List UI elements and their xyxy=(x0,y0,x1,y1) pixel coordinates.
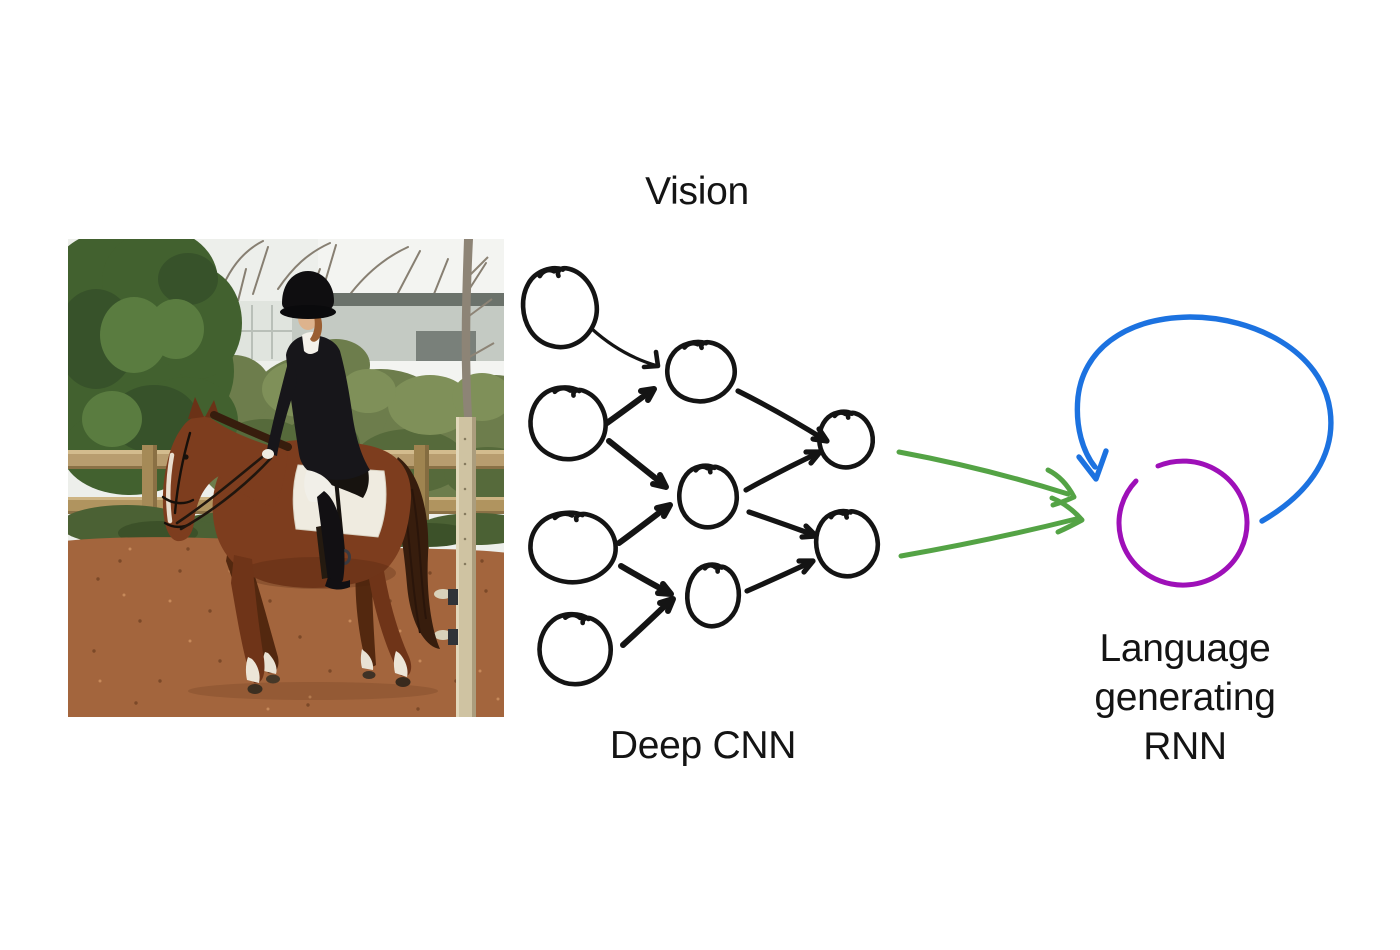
cnn-output-node xyxy=(819,412,873,468)
rider-arm xyxy=(267,359,297,456)
rnn-label: Language generating RNN xyxy=(1045,624,1325,771)
cnn-arrow xyxy=(743,449,823,493)
cnn-arrow xyxy=(746,509,819,540)
cnn-arrow xyxy=(744,558,816,594)
reins xyxy=(175,452,273,531)
green-arrow xyxy=(896,449,1077,508)
cnn-output-node xyxy=(813,508,881,580)
rnn-label-line-1: Language xyxy=(1099,627,1271,670)
cnn-arrows xyxy=(590,327,830,648)
cnn-arrow xyxy=(616,502,673,546)
cnn-input-node xyxy=(527,385,608,463)
cnn-arrow xyxy=(604,386,657,426)
cnn-input-node xyxy=(534,609,616,690)
horse-rider-photo xyxy=(68,239,504,717)
rider-boot xyxy=(317,491,345,586)
cnn-layer-output xyxy=(813,412,881,580)
cnn-arrow xyxy=(735,388,830,444)
rider-helmet xyxy=(282,271,334,313)
rnn-state-circle xyxy=(1116,458,1250,588)
rnn-label-line-3: RNN xyxy=(1143,725,1227,768)
cnn-arrow xyxy=(618,563,674,597)
cnn-arrow xyxy=(620,596,676,648)
rider-glove xyxy=(262,449,274,459)
cnn-input-node xyxy=(530,513,615,582)
rider-jacket xyxy=(286,335,370,480)
cnn-layer-hidden xyxy=(665,339,742,629)
rider xyxy=(262,271,370,590)
cnn-layer-input xyxy=(518,263,616,690)
cnn-arrow xyxy=(606,438,669,490)
rnn-recurrent-arrow xyxy=(1074,314,1334,524)
vision-label: Vision xyxy=(645,170,749,213)
cnn-input-node xyxy=(518,263,602,352)
cnn-hidden-node xyxy=(679,466,736,528)
cnn-hidden-node xyxy=(665,339,737,404)
green-arrow xyxy=(898,495,1085,559)
cnn-hidden-node xyxy=(684,562,742,629)
cnn-arrow xyxy=(590,327,661,370)
rnn-label-line-2: generating xyxy=(1094,676,1276,719)
deep-cnn-label: Deep CNN xyxy=(609,724,797,767)
cnn-to-rnn-arrows xyxy=(896,449,1085,559)
